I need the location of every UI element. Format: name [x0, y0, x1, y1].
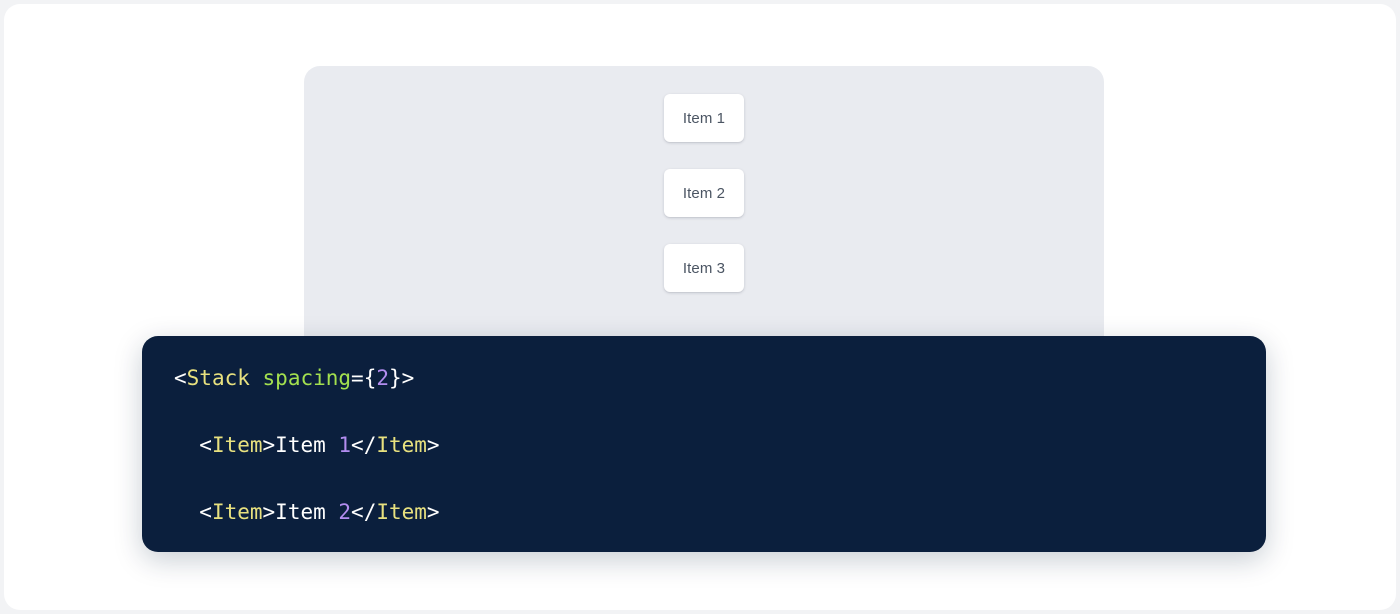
stack-item[interactable]: Item 2 [664, 169, 744, 217]
code-token-punct: </ [351, 433, 377, 458]
code-token-punct: > [426, 433, 440, 458]
code-line: <Item>Item 2</Item> [174, 496, 1234, 530]
code-token-attr: spacing [262, 366, 352, 390]
code-token-punct: ={ [351, 366, 377, 390]
code-token-punct: </ [351, 500, 377, 525]
code-token-number: 2 [338, 500, 352, 525]
stack-item-label: Item 2 [682, 184, 726, 202]
code-token-tag: Item [376, 433, 427, 458]
component-preview-panel: Item 1 Item 2 Item 3 [304, 66, 1104, 352]
code-token-punct: < [174, 366, 187, 390]
code-token-punct: < [174, 500, 212, 525]
code-snippet-panel: <Stack spacing={2}> <Item>Item 1</Item> … [142, 336, 1266, 552]
code-token-punct [250, 366, 263, 390]
stack-item-label: Item 1 [682, 109, 726, 127]
stack-container: Item 1 Item 2 Item 3 [664, 94, 744, 292]
code-token-punct: }> [389, 366, 415, 390]
stack-item[interactable]: Item 1 [664, 94, 744, 142]
code-token-tag: Item [211, 433, 263, 458]
code-token-number: 1 [338, 433, 352, 458]
stack-item[interactable]: Item 3 [664, 244, 744, 292]
stack-item-label: Item 3 [682, 259, 726, 277]
code-block[interactable]: <Stack spacing={2}> <Item>Item 1</Item> … [174, 362, 1234, 552]
code-line: <Item>Item 1</Item> [174, 429, 1234, 463]
code-token-tag: Stack [186, 366, 250, 390]
code-token-text: Item [275, 433, 339, 458]
code-token-number: 2 [376, 366, 389, 390]
code-token-tag: Item [376, 500, 427, 525]
code-line: <Stack spacing={2}> [174, 362, 1234, 396]
code-token-punct: > [426, 500, 440, 525]
code-token-punct: > [262, 500, 276, 525]
code-token-text: Item [275, 500, 339, 525]
code-token-punct: < [174, 433, 212, 458]
code-token-punct: > [262, 433, 276, 458]
code-token-tag: Item [211, 500, 263, 525]
